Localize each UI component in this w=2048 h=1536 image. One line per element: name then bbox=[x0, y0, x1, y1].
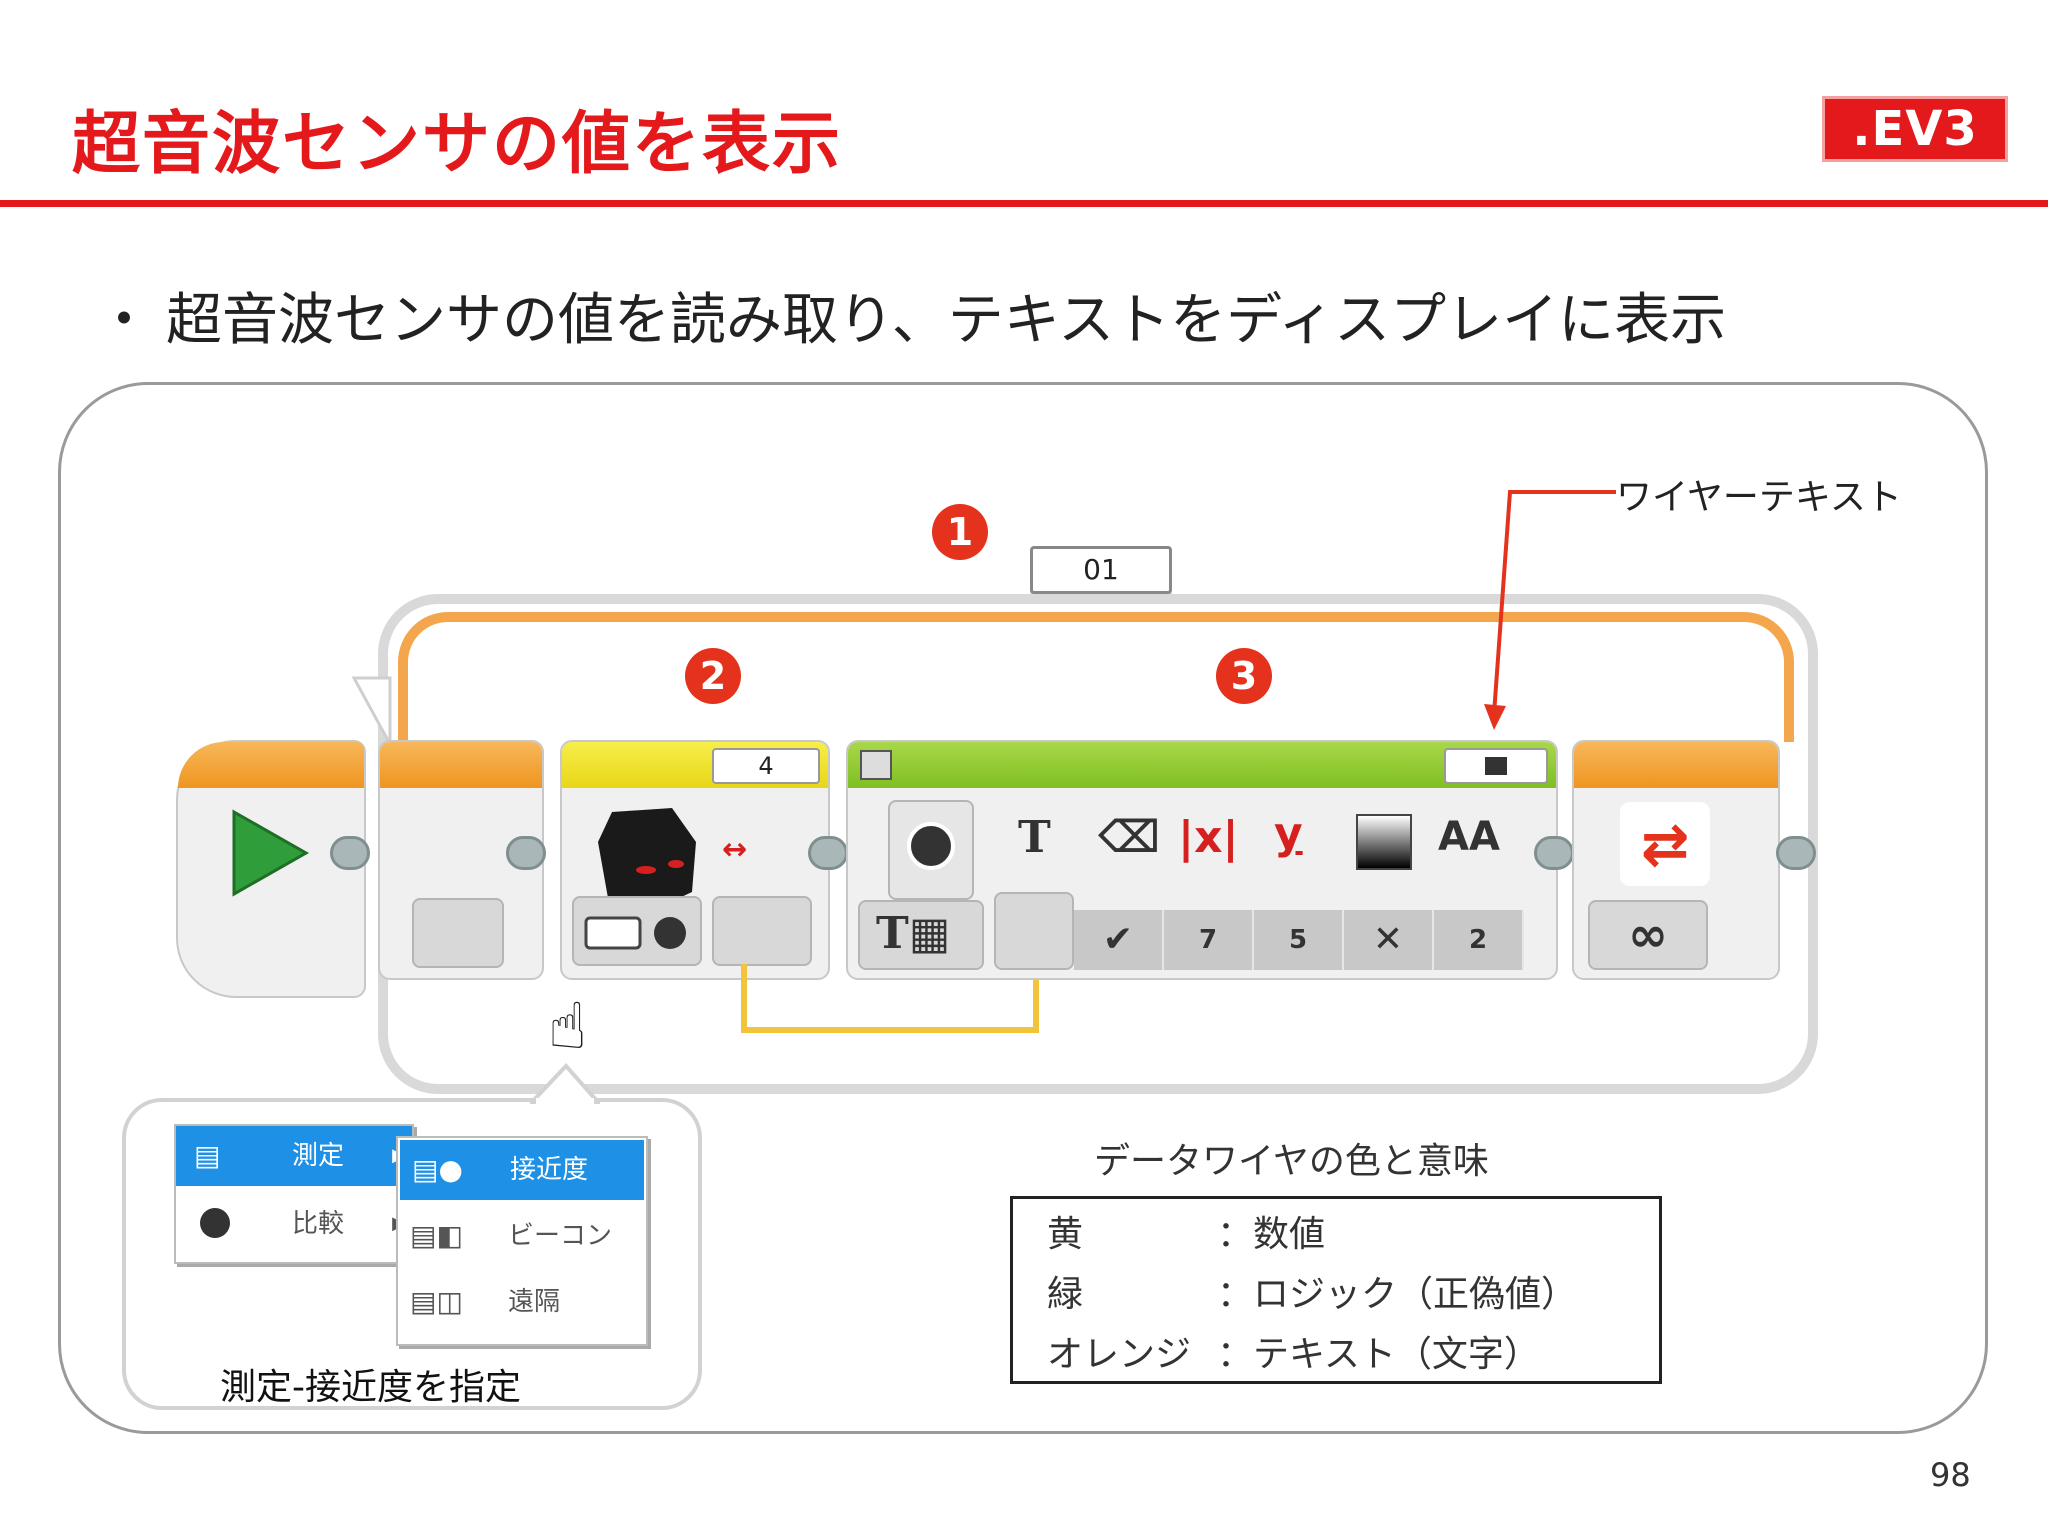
loop-input-slot[interactable] bbox=[412, 898, 504, 968]
proximity-icon: ▤● bbox=[412, 1153, 463, 1186]
start-block[interactable] bbox=[176, 740, 366, 998]
ev3-screen-icon bbox=[907, 822, 955, 870]
submenu-item-proximity-label: 接近度 bbox=[510, 1155, 589, 1185]
measure-proximity-icon bbox=[584, 916, 686, 950]
submenu-item-beacon-label: ビーコン bbox=[508, 1221, 613, 1251]
x-param[interactable]: 7 bbox=[1164, 910, 1254, 970]
menu-item-compare[interactable]: 比較 ▶ bbox=[176, 1194, 412, 1254]
loop-end-header bbox=[1574, 742, 1778, 788]
color-icon bbox=[1356, 814, 1412, 870]
clear-screen-param[interactable]: ✔ bbox=[1074, 910, 1164, 970]
wire-color-legend: 黄 ：数値 緑 ：ロジック（正偽値） オレンジ ：テキスト（文字） bbox=[1010, 1196, 1662, 1384]
legend-key: 緑 bbox=[1047, 1274, 1084, 1315]
display-block-icon bbox=[860, 750, 892, 780]
legend-row-orange: オレンジ ：テキスト（文字） bbox=[1047, 1325, 1659, 1385]
y-position-icon: y bbox=[1274, 808, 1303, 859]
header-divider bbox=[0, 200, 2048, 207]
start-block-header bbox=[178, 742, 364, 788]
ultrasonic-sensor-icon bbox=[598, 808, 696, 906]
display-params: ✔ 7 5 ✕ 2 bbox=[1074, 910, 1524, 970]
legend-value: ：数値 bbox=[1217, 1214, 1326, 1255]
pointer-hand-icon: ☝ bbox=[548, 990, 587, 1064]
menu-item-compare-label: 比較 bbox=[292, 1209, 345, 1239]
text-grid-icon: T▦ bbox=[876, 908, 951, 959]
callout-pointer-icon bbox=[530, 1063, 600, 1104]
wire-text-arrow-icon bbox=[1484, 490, 1616, 730]
loop-repeat-icon: ⇄ bbox=[1620, 802, 1710, 886]
color-param[interactable]: ✕ bbox=[1344, 910, 1434, 970]
ev3-logo: .EV3 bbox=[1822, 96, 2008, 162]
font-param[interactable]: 2 bbox=[1434, 910, 1524, 970]
screen-icon bbox=[888, 800, 974, 900]
distance-icon: ↔ bbox=[722, 832, 748, 867]
menu-caption: 測定-接近度を指定 bbox=[220, 1367, 521, 1408]
loop-start-arrow-icon bbox=[352, 676, 392, 745]
x-position-icon: |x| bbox=[1178, 812, 1239, 863]
sequence-plug-icon bbox=[1776, 836, 1816, 870]
step-badge-3: 3 bbox=[1216, 648, 1272, 704]
numeric-data-wire bbox=[741, 964, 1039, 1033]
remote-icon: ▤◫ bbox=[410, 1285, 463, 1318]
sensor-mode-selector[interactable] bbox=[572, 896, 702, 966]
sequence-plug-icon bbox=[506, 836, 546, 870]
legend-value: ：テキスト（文字） bbox=[1217, 1334, 1540, 1375]
submenu-item-beacon[interactable]: ▤◧ ビーコン bbox=[398, 1206, 646, 1266]
menu-item-measure-label: 測定 bbox=[292, 1141, 345, 1171]
step-badge-1: 1 bbox=[932, 504, 988, 560]
sequence-plug-icon bbox=[330, 836, 370, 870]
mode-submenu: ▤● 接近度 ▤◧ ビーコン ▤◫ 遠隔 bbox=[396, 1136, 648, 1346]
submenu-item-proximity[interactable]: ▤● 接近度 bbox=[400, 1140, 644, 1200]
ultrasonic-sensor-block[interactable]: 4 ↔ bbox=[560, 740, 830, 980]
text-input-plug-icon bbox=[1485, 757, 1507, 775]
bullet-symbol: ・ bbox=[96, 288, 152, 353]
legend-title: データワイヤの色と意味 bbox=[1094, 1141, 1489, 1182]
display-mode-selector[interactable]: T▦ bbox=[858, 900, 984, 970]
play-icon bbox=[232, 809, 310, 897]
wire-text-label: ワイヤーテキスト bbox=[1616, 477, 1902, 518]
loop-end-block[interactable]: ⇄ ∞ bbox=[1572, 740, 1780, 980]
bullet-point: ・超音波センサの値を読み取り、テキストをディスプレイに表示 bbox=[96, 275, 1726, 356]
loop-name-field[interactable]: 01 bbox=[1030, 546, 1172, 594]
legend-row-yellow: 黄 ：数値 bbox=[1047, 1205, 1659, 1265]
legend-key: 黄 bbox=[1047, 1214, 1084, 1255]
beacon-icon: ▤◧ bbox=[410, 1219, 463, 1252]
program-panel bbox=[58, 382, 1988, 1434]
page-number: 98 bbox=[1930, 1456, 1971, 1494]
legend-value: ：ロジック（正偽値） bbox=[1217, 1274, 1578, 1315]
text-input-slot[interactable] bbox=[994, 892, 1074, 970]
display-block-header bbox=[848, 742, 1556, 788]
font-size-icon: AA bbox=[1438, 814, 1500, 860]
y-param[interactable]: 5 bbox=[1254, 910, 1344, 970]
mode-menu: ▤ 測定 ▶ 比較 ▶ bbox=[174, 1124, 414, 1264]
loop-text-wire bbox=[398, 612, 1794, 742]
legend-row-green: 緑 ：ロジック（正偽値） bbox=[1047, 1265, 1659, 1325]
page-title: 超音波センサの値を表示 bbox=[72, 105, 843, 184]
display-block[interactable]: T ⌫ |x| y AA T▦ ✔ 7 5 ✕ 2 bbox=[846, 740, 1558, 980]
compare-icon bbox=[200, 1208, 230, 1238]
text-mode-icon: T bbox=[1018, 812, 1051, 863]
ruler-icon: ▤ bbox=[194, 1139, 221, 1172]
sequence-plug-icon bbox=[808, 836, 848, 870]
submenu-item-remote-label: 遠隔 bbox=[508, 1287, 561, 1317]
clear-screen-icon: ⌫ bbox=[1098, 812, 1161, 863]
bullet-text: 超音波センサの値を読み取り、テキストをディスプレイに表示 bbox=[166, 288, 1727, 353]
menu-item-measure[interactable]: ▤ 測定 ▶ bbox=[176, 1126, 412, 1186]
loop-mode-selector[interactable]: ∞ bbox=[1588, 900, 1708, 970]
step-badge-2: 2 bbox=[685, 648, 741, 704]
submenu-item-remote[interactable]: ▤◫ 遠隔 bbox=[398, 1272, 646, 1332]
sequence-plug-icon bbox=[1534, 836, 1574, 870]
legend-key: オレンジ bbox=[1047, 1334, 1192, 1375]
sensor-output-slot[interactable] bbox=[712, 896, 812, 966]
loop-start-header bbox=[380, 742, 542, 788]
wire-text-input[interactable] bbox=[1444, 748, 1548, 784]
sensor-port-field[interactable]: 4 bbox=[712, 748, 820, 784]
